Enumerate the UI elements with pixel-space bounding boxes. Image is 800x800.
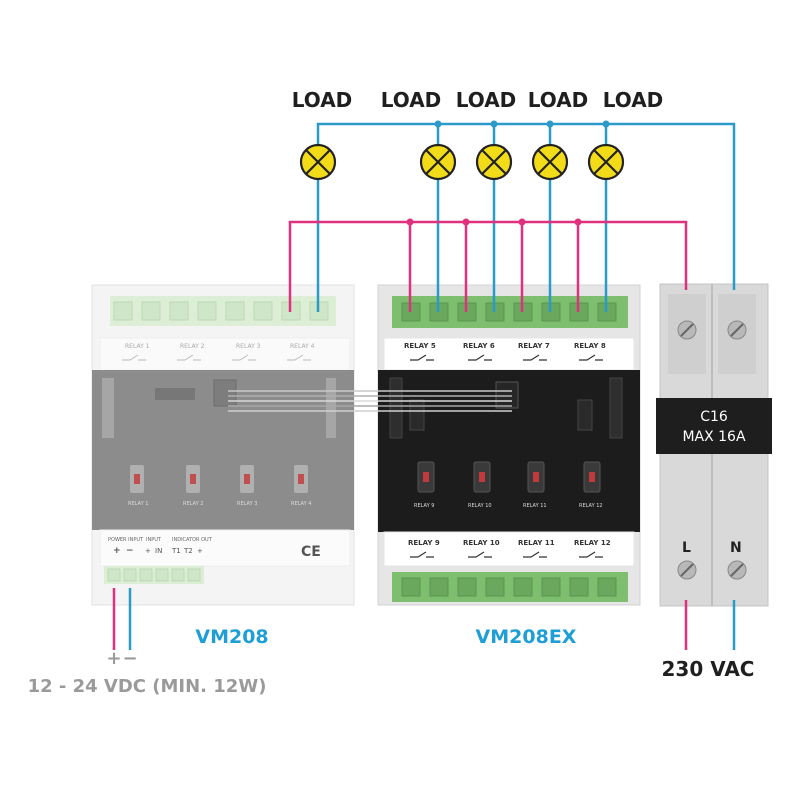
vm208ex-bottom-relay-symbols xyxy=(410,551,603,558)
vm208ex-bottom-terminal-block xyxy=(392,572,628,602)
vm208-input-label: INPUT xyxy=(146,537,162,543)
vm208-module: RELAY 1 RELAY 2 RELAY 3 RELAY 4 RELAY 1 xyxy=(91,284,355,606)
vm208-top-relay-4-label: RELAY 4 xyxy=(290,343,315,350)
load-label-5: LOAD xyxy=(603,88,664,112)
vm208-term-plus: + xyxy=(113,546,121,556)
vm208-label: VM208 xyxy=(195,626,268,648)
vm208ex-top-relay-6-label: RELAY 6 xyxy=(463,342,495,350)
lamp-icon xyxy=(419,143,457,181)
breaker-label-panel xyxy=(656,398,772,454)
vm208ex-top-relay-symbols xyxy=(410,354,603,361)
vm208-term-minus: − xyxy=(126,546,134,556)
load-label-2: LOAD xyxy=(381,88,442,112)
vm208-power-input-label: POWER INPUT xyxy=(108,537,144,543)
load-label-1: LOAD xyxy=(292,88,353,112)
ribbon-cable xyxy=(228,390,512,412)
mains-voltage-label: 230 VAC xyxy=(662,657,755,681)
vm208ex-bottom-relay-10-label: RELAY 10 xyxy=(463,539,500,547)
dc-polarity-minus: − xyxy=(122,648,137,669)
breaker-max-current: MAX 16A xyxy=(682,429,746,445)
vm208-relay-symbols xyxy=(122,354,311,361)
vm208-indicator-label: INDICATOR OUT xyxy=(172,537,213,543)
vm208ex-board-relay-12-label: RELAY 12 xyxy=(579,503,603,509)
vm208-top-relay-1-label: RELAY 1 xyxy=(125,343,150,350)
vm208-board-relay-4-label: RELAY 4 xyxy=(291,501,311,507)
vm208ex-top-relay-5-label: RELAY 5 xyxy=(404,342,436,350)
breaker-terminal-n: N xyxy=(730,540,742,556)
breaker-terminal-l: L xyxy=(682,540,691,556)
ce-mark: CE xyxy=(301,544,321,560)
vm208ex-board-relay-9-label: RELAY 9 xyxy=(414,503,434,509)
vm208ex-board-relay-11-label: RELAY 11 xyxy=(523,503,547,509)
vm208ex-top-relay-8-label: RELAY 8 xyxy=(574,342,606,350)
vm208ex-module: RELAY 5 RELAY 6 RELAY 7 RELAY 8 REL xyxy=(377,284,641,606)
live-junctions xyxy=(406,218,582,226)
live-wiring xyxy=(112,220,688,650)
vm208-term-t2: T2 xyxy=(183,547,193,555)
vm208-term-out-plus: + xyxy=(197,547,203,555)
vm208-board-relay-3-label: RELAY 3 xyxy=(237,501,257,507)
load-label-4: LOAD xyxy=(528,88,589,112)
circuit-breaker: C16 MAX 16A L N xyxy=(656,283,772,607)
vm208ex-label: VM208EX xyxy=(476,626,577,648)
vm208-board-relay-1-label: RELAY 1 xyxy=(128,501,148,507)
vm208ex-bottom-relay-12-label: RELAY 12 xyxy=(574,539,611,547)
vm208ex-top-terminal-block xyxy=(392,296,628,328)
dc-polarity-plus: + xyxy=(106,648,121,669)
neutral-junctions xyxy=(434,120,610,128)
vm208ex-bottom-relay-11-label: RELAY 11 xyxy=(518,539,555,547)
vm208-term-t1: T1 xyxy=(171,547,181,555)
vm208-top-relay-2-label: RELAY 2 xyxy=(180,343,205,350)
vm208-term-in-plus: + xyxy=(145,547,151,555)
vm208ex-top-relay-7-label: RELAY 7 xyxy=(518,342,550,350)
vm208ex-bottom-relay-9-label: RELAY 9 xyxy=(408,539,440,547)
vm208-top-relay-3-label: RELAY 3 xyxy=(236,343,261,350)
breaker-rating: C16 xyxy=(700,409,728,425)
dc-supply-label: 12 - 24 VDC (MIN. 12W) xyxy=(28,676,267,697)
lamp-icons xyxy=(299,143,625,181)
vm208-board-relay-2-label: RELAY 2 xyxy=(183,501,203,507)
lamp-icon xyxy=(475,143,513,181)
lamp-icon xyxy=(531,143,569,181)
vm208ex-board-relay-10-label: RELAY 10 xyxy=(468,503,492,509)
load-label-3: LOAD xyxy=(456,88,517,112)
vm208-term-in: IN xyxy=(155,547,162,555)
lamp-icon xyxy=(299,143,337,181)
lamp-icon xyxy=(587,143,625,181)
